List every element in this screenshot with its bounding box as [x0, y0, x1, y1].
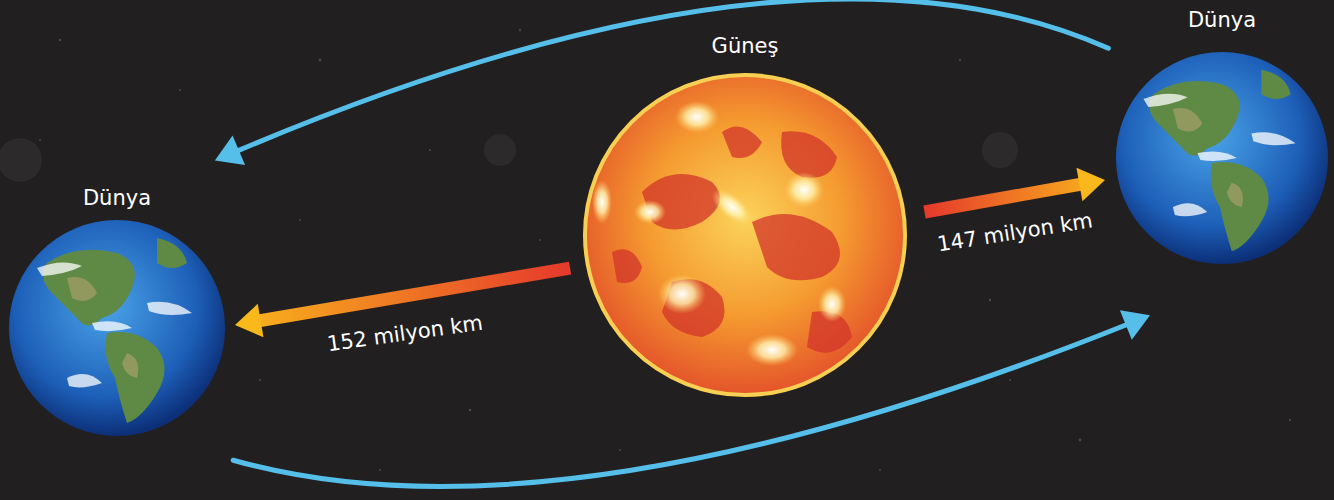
- distance-label: 152 milyon km: [326, 311, 485, 358]
- sun-body: Güneş: [582, 72, 908, 398]
- earth-illustration: [7, 218, 227, 438]
- arrow-head: [215, 136, 245, 165]
- distance-line: [925, 184, 1082, 212]
- arrow-head: [1076, 168, 1105, 201]
- arrow-head: [235, 304, 263, 338]
- distance-line: [259, 268, 570, 321]
- earth-body: Dünya: [1114, 50, 1330, 266]
- body-label: Dünya: [1188, 8, 1256, 33]
- body-label: Dünya: [83, 186, 151, 211]
- earth-illustration: [1114, 50, 1330, 266]
- arrow-head: [1120, 310, 1150, 340]
- sun-illustration: [582, 72, 908, 398]
- distance-label: 147 milyon km: [936, 208, 1095, 257]
- body-label: Güneş: [712, 34, 779, 59]
- distance-arrow: [925, 168, 1105, 212]
- earth-body: Dünya: [7, 218, 227, 438]
